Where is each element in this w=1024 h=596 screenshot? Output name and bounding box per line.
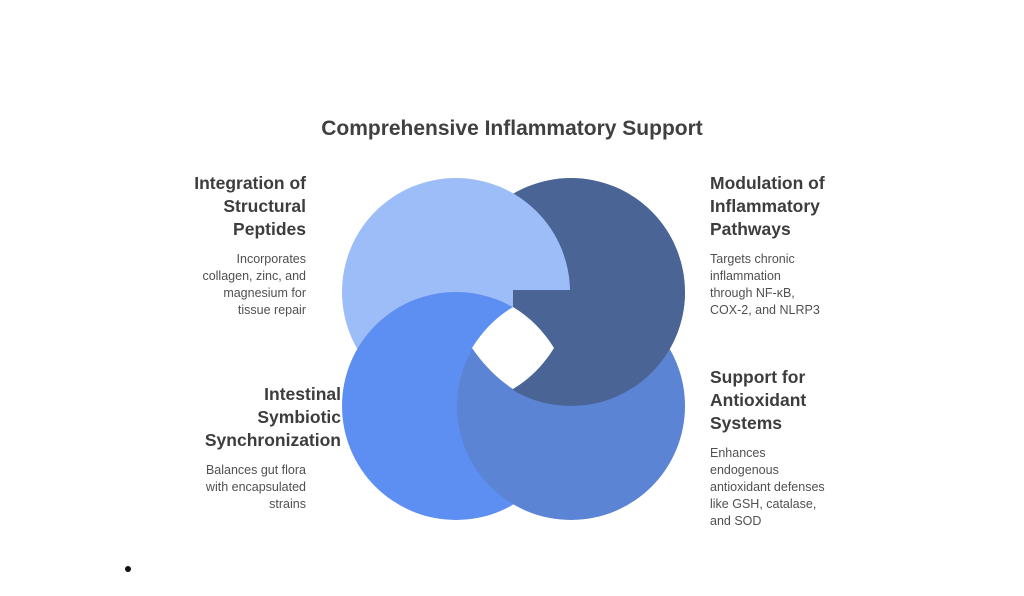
list-bullet	[125, 566, 131, 572]
heading-line: Inflammatory	[710, 196, 820, 216]
heading-line: Support for	[710, 367, 806, 387]
desc-line: inflammation	[710, 269, 781, 283]
circle-top-right-overlap	[513, 290, 685, 406]
heading-line: Systems	[710, 413, 782, 433]
heading-antioxidant-systems: Support for Antioxidant Systems	[710, 366, 910, 435]
desc-structural-peptides: Incorporates collagen, zinc, and magnesi…	[106, 251, 306, 319]
desc-line: COX-2, and NLRP3	[710, 303, 820, 317]
heading-line: Antioxidant	[710, 390, 807, 410]
desc-line: Enhances	[710, 446, 766, 460]
desc-line: strains	[269, 497, 306, 511]
heading-line: Structural	[223, 196, 306, 216]
desc-line: Incorporates	[236, 252, 306, 266]
desc-line: through NF-κB,	[710, 286, 795, 300]
desc-line: with encapsulated	[205, 480, 306, 494]
block-intestinal-synchronization: Intestinal Symbiotic Synchronization Bal…	[141, 383, 341, 513]
heading-line: Synchronization	[204, 430, 341, 450]
desc-line: collagen, zinc, and	[202, 269, 306, 283]
desc-line: and SOD	[710, 514, 762, 528]
heading-inflammatory-pathways: Modulation of Inflammatory Pathways	[710, 172, 910, 241]
heading-line: Peptides	[233, 219, 306, 239]
center-hole	[472, 307, 554, 389]
desc-line: antioxidant defenses	[710, 480, 825, 494]
desc-line: tissue repair	[237, 303, 306, 317]
diagram-title: Comprehensive Inflammatory Support	[321, 117, 703, 140]
heading-line: Integration of	[194, 173, 306, 193]
heading-line: Symbiotic	[257, 407, 341, 427]
heading-intestinal-synchronization: Intestinal Symbiotic Synchronization	[141, 383, 341, 452]
heading-line: Intestinal	[264, 384, 341, 404]
heading-line: Pathways	[710, 219, 791, 239]
desc-antioxidant-systems: Enhances endogenous antioxidant defenses…	[710, 445, 910, 530]
heading-line: Modulation of	[710, 173, 825, 193]
desc-line: magnesium for	[223, 286, 306, 300]
desc-line: endogenous	[710, 463, 779, 477]
block-antioxidant-systems: Support for Antioxidant Systems Enhances…	[710, 366, 910, 530]
heading-structural-peptides: Integration of Structural Peptides	[106, 172, 306, 241]
desc-intestinal-synchronization: Balances gut flora with encapsulated str…	[141, 462, 306, 513]
block-inflammatory-pathways: Modulation of Inflammatory Pathways Targ…	[710, 172, 910, 319]
desc-line: like GSH, catalase,	[710, 497, 817, 511]
desc-line: Targets chronic	[710, 252, 795, 266]
block-structural-peptides: Integration of Structural Peptides Incor…	[106, 172, 306, 319]
desc-inflammatory-pathways: Targets chronic inflammation through NF-…	[710, 251, 910, 319]
desc-line: Balances gut flora	[205, 463, 306, 477]
